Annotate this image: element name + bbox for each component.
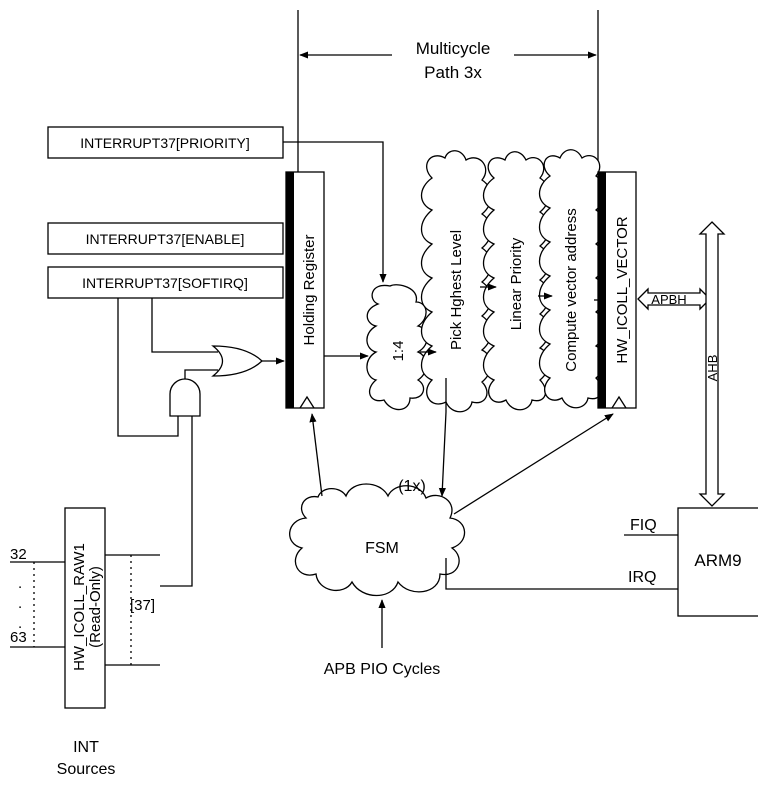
fsm: FSM (289, 483, 466, 596)
priority-register-label: INTERRUPT37[PRIORITY] (80, 135, 250, 151)
pick-highest-level-shape (420, 150, 492, 413)
hw-icoll-vector-bar (598, 172, 606, 408)
ratio-cloud-label: 1:4 (390, 341, 407, 362)
priority-to-ratio-arrow (283, 141, 387, 283)
and-to-or-line (184, 369, 218, 379)
enable-to-and-line (117, 298, 179, 437)
compute-vector-address-shape (538, 149, 606, 409)
source-end-label: 63 (10, 629, 27, 646)
linear-priority-shape (482, 151, 550, 411)
hw-icoll-vector-register: HW_ICOLL_VECTOR (597, 171, 637, 409)
multicycle-label-line1: Multicycle (416, 39, 491, 58)
hw-icoll-raw1-box (64, 507, 106, 709)
fsm-to-holding-clock-arrow (309, 413, 323, 497)
ellipsis-dot-2: . (18, 595, 22, 612)
multicycle-path-annotation: Multicycle Path 3x (297, 10, 599, 178)
ahb-bus-arrow (698, 221, 726, 507)
multicycle-label-line2: Path 3x (424, 63, 482, 82)
pick-highest-level-cloud: Pick Hghest Level (420, 150, 492, 413)
holding-register-label: Holding Register (301, 235, 318, 346)
irq-line (445, 558, 678, 590)
enable-register-box (47, 222, 284, 255)
raw37-to-and-line (160, 416, 193, 587)
enable-register-label: INTERRUPT37[ENABLE] (86, 231, 245, 247)
ratio-cloud: 1:4 (366, 284, 428, 411)
apb-pio-cycles-label: APB PIO Cycles (324, 661, 440, 678)
softirq-to-or-line (151, 298, 218, 353)
hw-icoll-raw1-label: HW_ICOLL_RAW1 (71, 543, 88, 671)
apbh-label: APBH (651, 292, 686, 307)
ratio-cloud-shape (366, 284, 428, 411)
fsm-rate-label: (1x) (398, 478, 426, 495)
arm9-core: ARM9 (677, 507, 758, 617)
compute-vector-address-cloud: Compute vector address (538, 149, 606, 409)
fsm-label: FSM (365, 540, 399, 557)
linear-priority-cloud: Linear Priority (482, 151, 550, 411)
and-gate (169, 378, 201, 417)
fiq-label: FIQ (630, 517, 657, 534)
holding-register-clock (299, 395, 315, 409)
priority-register-box (47, 126, 284, 159)
linear-priority-label: Linear Priority (508, 237, 525, 330)
hw-icoll-raw1-readonly-label: (Read-Only) (87, 566, 104, 648)
int-sources-label-line2: Sources (57, 761, 116, 778)
source-start-label: 32 (10, 546, 27, 563)
hw-icoll-vector-label: HW_ICOLL_VECTOR (614, 216, 631, 363)
irq-label: IRQ (628, 569, 656, 586)
hw-icoll-vector-clock (611, 395, 627, 409)
ellipsis-dot-3: . (18, 615, 22, 632)
apbh-bus: APBH (637, 287, 711, 311)
holding-register: Holding Register (285, 171, 325, 409)
pick-to-fsm-arrow (438, 378, 447, 497)
compute-vector-address-label: Compute vector address (563, 208, 580, 371)
softirq-register-box (47, 266, 284, 299)
ahb-label: AHB (705, 355, 720, 382)
or-gate (211, 345, 263, 377)
selected-source-label: [37] (130, 597, 155, 614)
arm9-label: ARM9 (694, 551, 741, 570)
fsm-cloud-shape (289, 483, 466, 596)
hw-icoll-raw1-register: HW_ICOLL_RAW1 (Read-Only) (64, 507, 106, 709)
fsm-to-vector-clock-arrow (453, 413, 614, 515)
holding-register-bar (286, 172, 294, 408)
ahb-bus: AHB (698, 221, 726, 507)
ellipsis-dot-1: . (18, 575, 22, 592)
int-sources-label-line1: INT (73, 739, 99, 756)
pick-highest-level-label: Pick Hghest Level (448, 230, 465, 350)
arm9-box (677, 507, 758, 617)
multicycle-label-bg (392, 32, 514, 84)
softirq-register-label: INTERRUPT37[SOFTIRQ] (82, 275, 248, 291)
